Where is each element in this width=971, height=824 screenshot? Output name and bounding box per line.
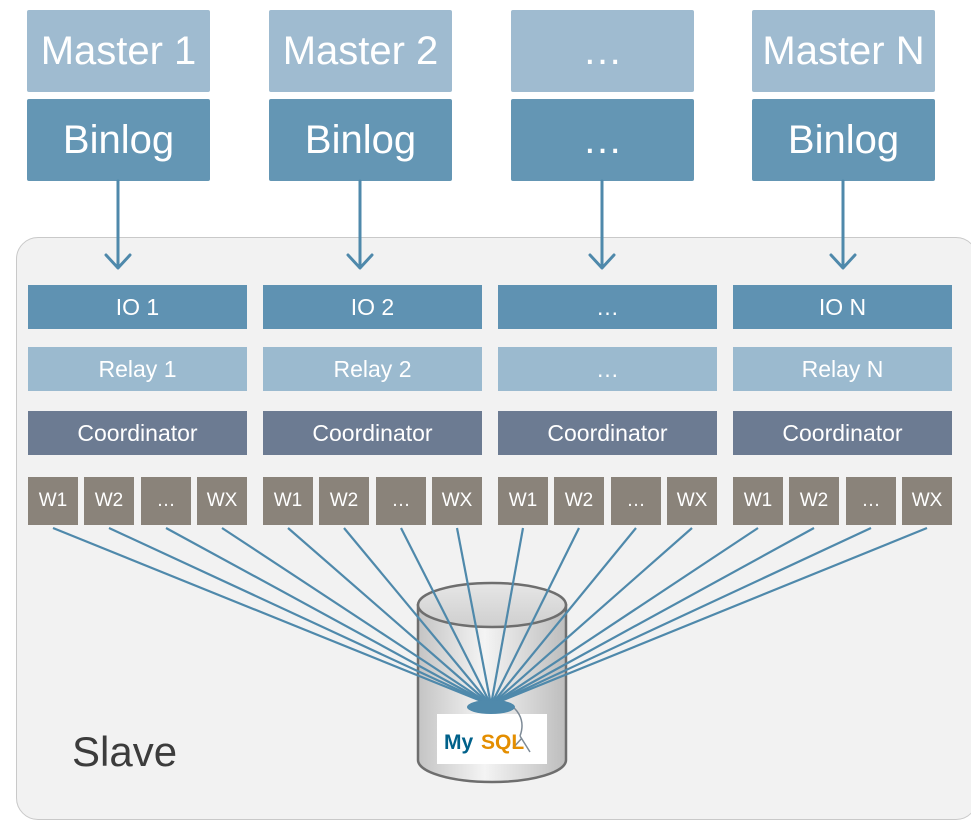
worker-4-w1: W1 [733, 477, 783, 525]
worker-1-ellipsis: … [141, 477, 191, 525]
worker-1-w1: W1 [28, 477, 78, 525]
worker-db-line-10 [490, 527, 580, 706]
worker-db-line-5 [287, 527, 492, 706]
arrow-head-2 [346, 253, 374, 270]
worker-db-line-11 [490, 527, 637, 706]
worker-4-w2: W2 [789, 477, 839, 525]
arrow-head-4 [829, 253, 857, 270]
worker-db-line-15 [490, 527, 872, 706]
master-1: Master 1 [27, 10, 210, 92]
mysql-logo-sql: SQL [481, 731, 524, 754]
cylinder-top [416, 581, 568, 629]
io-thread-n: IO N [733, 285, 952, 329]
mysql-logo-panel [437, 714, 547, 764]
binlog-1: Binlog [27, 99, 210, 181]
worker-db-line-7 [400, 527, 492, 706]
mysql-logo-my: My [444, 731, 473, 754]
master-ellipsis: … [511, 10, 694, 92]
relay-log-2: Relay 2 [263, 347, 482, 391]
coordinator-2: Coordinator [263, 411, 482, 455]
worker-db-line-2 [108, 527, 492, 706]
worker-3-wx: WX [667, 477, 717, 525]
worker-db-line-1 [52, 526, 492, 707]
arrow-head-1 [104, 253, 132, 270]
worker-db-line-12 [490, 527, 693, 706]
arrow-head-3 [588, 253, 616, 270]
worker-db-line-13 [490, 527, 759, 706]
coordinator-3: Coordinator [498, 411, 717, 455]
slave-label: Slave [72, 728, 178, 775]
io-thread-2: IO 2 [263, 285, 482, 329]
relay-log-n: Relay N [733, 347, 952, 391]
worker-db-line-3 [165, 527, 492, 706]
worker-2-w1: W1 [263, 477, 313, 525]
binlog-2: Binlog [269, 99, 452, 181]
worker-db-line-14 [490, 527, 815, 706]
relay-log-1: Relay 1 [28, 347, 247, 391]
coordinator-1: Coordinator [28, 411, 247, 455]
worker-db-line-9 [489, 527, 525, 706]
worker-db-line-6 [343, 527, 492, 706]
worker-db-line-16 [490, 526, 928, 707]
worker-1-w2: W2 [84, 477, 134, 525]
binlog-ellipsis: … [511, 99, 694, 181]
master-n: Master N [752, 10, 935, 92]
worker-4-wx: WX [902, 477, 952, 525]
worker-db-line-4 [221, 527, 492, 706]
worker-3-ellipsis: … [611, 477, 661, 525]
connection-hub [467, 700, 515, 714]
master-2: Master 2 [269, 10, 452, 92]
io-thread-ellipsis: … [498, 285, 717, 329]
worker-2-ellipsis: … [376, 477, 426, 525]
coordinator-4: Coordinator [733, 411, 952, 455]
worker-2-w2: W2 [319, 477, 369, 525]
relay-log-ellipsis: … [498, 347, 717, 391]
worker-3-w1: W1 [498, 477, 548, 525]
worker-db-line-8 [455, 527, 493, 706]
io-thread-1: IO 1 [28, 285, 247, 329]
worker-2-wx: WX [432, 477, 482, 525]
binlog-n: Binlog [752, 99, 935, 181]
worker-1-wx: WX [197, 477, 247, 525]
worker-4-ellipsis: … [846, 477, 896, 525]
worker-3-w2: W2 [554, 477, 604, 525]
